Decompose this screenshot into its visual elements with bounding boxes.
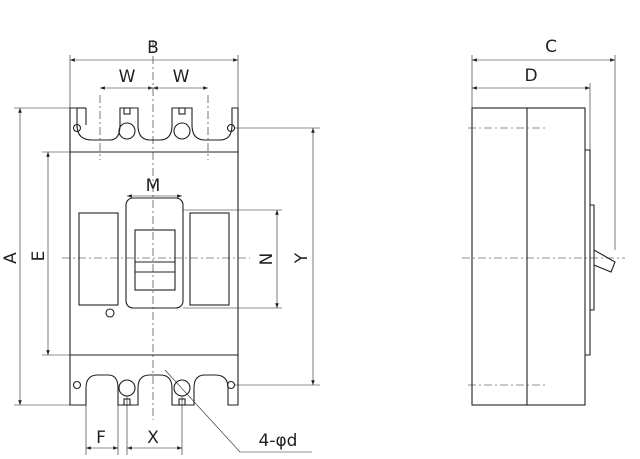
- label-Y: Y: [292, 252, 312, 264]
- label-C: C: [545, 37, 557, 57]
- label-D: D: [524, 66, 537, 86]
- handle-frame: [125, 197, 184, 309]
- label-E: E: [29, 251, 49, 262]
- label-hole: 4-φd: [259, 431, 298, 451]
- mount-hole-icon: [72, 380, 82, 390]
- label-W1: W: [119, 67, 136, 87]
- mount-hole-icon: [226, 123, 236, 133]
- mount-hole-icon: [226, 380, 236, 390]
- label-F: F: [96, 428, 106, 448]
- terminal-hole-icon: [118, 379, 136, 397]
- label-X: X: [147, 428, 159, 448]
- label-N: N: [257, 253, 277, 266]
- label-W2: W: [173, 67, 190, 87]
- terminal-hole-icon: [173, 122, 191, 140]
- mount-hole-icon: [72, 123, 82, 133]
- left-window: [78, 212, 119, 306]
- terminal-hole-icon: [118, 122, 136, 140]
- label-M: M: [146, 176, 161, 196]
- handle: [134, 229, 176, 291]
- side-view: [462, 55, 625, 406]
- top-terminals: [69, 107, 239, 152]
- hole-leader: [164, 369, 312, 453]
- screw-icon: [105, 308, 115, 318]
- bottom-terminals: [69, 355, 239, 406]
- front-view: [14, 40, 320, 455]
- label-A: A: [1, 252, 21, 264]
- right-window: [189, 212, 230, 306]
- label-B: B: [147, 38, 159, 58]
